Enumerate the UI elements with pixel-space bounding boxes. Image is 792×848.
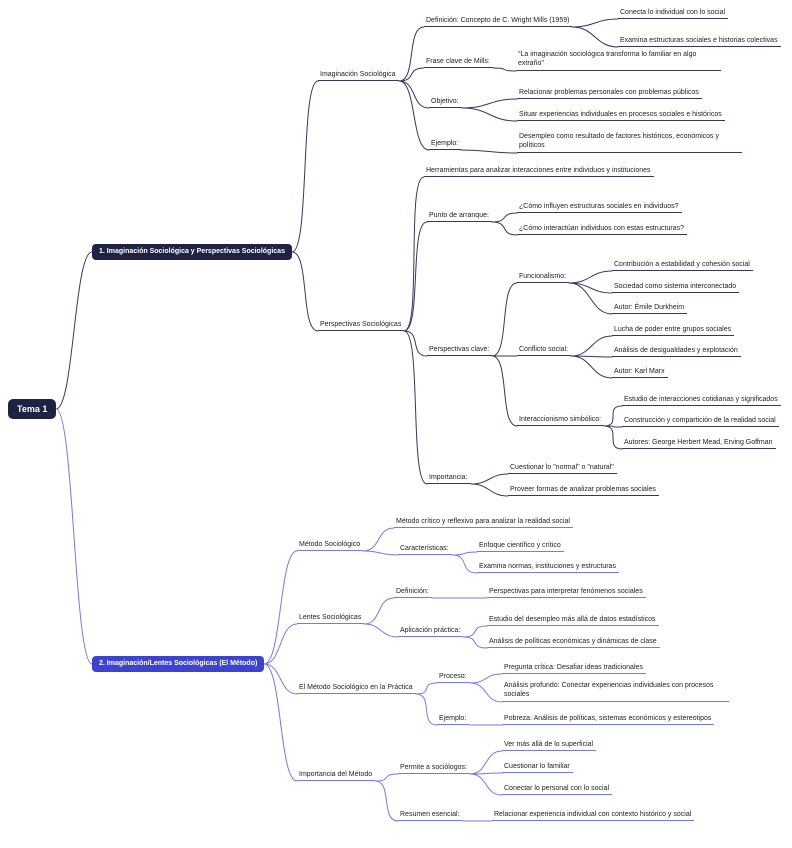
mindmap-node[interactable]: Lucha de poder entre grupos sociales (612, 325, 735, 337)
branch-node-1[interactable]: 1. Imaginación Sociológica y Perspectiva… (92, 244, 292, 261)
mindmap-node[interactable]: Cuestionar lo "normal" o "natural" (508, 463, 617, 475)
node-imaginacion-sociologica[interactable]: Imaginación Sociológica (318, 70, 399, 82)
mindmap-node[interactable]: Estudio de interacciones cotidianas y si… (622, 395, 781, 407)
mindmap-node[interactable]: Conecta lo individual con lo social (618, 8, 729, 20)
mindmap-node[interactable]: Enfoque científico y crítico (477, 541, 564, 553)
mindmap-node[interactable]: Autor: Émile Durkheim (612, 303, 688, 315)
mindmap-node[interactable]: Análisis profundo: Conectar experiencias… (502, 681, 729, 702)
mindmap-node[interactable]: Perspectivas para interpretar fenómenos … (487, 587, 646, 599)
node-metodo-sociologico[interactable]: Método Sociológico (297, 540, 364, 552)
mindmap-node[interactable]: Herramientas para analizar interacciones… (424, 166, 654, 178)
mindmap-node[interactable]: Método crítico y reflexivo para analizar… (394, 517, 573, 529)
mindmap-node[interactable]: Proceso: (437, 672, 470, 684)
mindmap-node[interactable]: ¿Cómo influyen estructuras sociales en i… (517, 202, 682, 214)
node-perspectivas-sociologicas[interactable]: Perspectivas Sociológicas (318, 320, 405, 332)
mindmap-node[interactable]: Examina normas, instituciones y estructu… (477, 562, 619, 574)
mindmap-node[interactable]: Proveer formas de analizar problemas soc… (508, 485, 659, 497)
mindmap-node[interactable]: Análisis de políticas económicas y dinám… (487, 637, 660, 649)
mindmap-node[interactable]: Ejemplo: (429, 139, 462, 151)
mindmap-node[interactable]: Permite a sociólogos: (398, 763, 470, 775)
mindmap-node[interactable]: Funcionalismo: (517, 272, 570, 284)
mindmap-node[interactable]: Estudio del desempleo más allá de datos … (487, 615, 659, 627)
mindmap-node[interactable]: Aplicación práctica: (398, 626, 464, 638)
mindmap-node[interactable]: Desempleo como resultado de factores his… (517, 132, 742, 153)
mindmap-node[interactable]: Ejemplo: (437, 714, 470, 726)
node-metodo-en-practica[interactable]: El Método Sociológico en la Práctica (297, 683, 416, 695)
mindmap-node[interactable]: ¿Cómo interactúan individuos con estas e… (517, 224, 687, 236)
mindmap-node[interactable]: Contribución a estabilidad y cohesión so… (612, 260, 753, 272)
mindmap-node[interactable]: Conectar lo personal con lo social (502, 784, 613, 796)
mindmap-node[interactable]: Frase clave de Mills: (424, 57, 493, 69)
mindmap-node[interactable]: Pobreza: Análisis de políticas, sistemas… (502, 714, 715, 726)
mindmap-node[interactable]: Construcción y compartición de la realid… (622, 416, 779, 428)
mindmap-node[interactable]: Resumen esencial: (398, 810, 463, 822)
mindmap-node[interactable]: Autor: Karl Marx (612, 367, 668, 379)
mindmap-node[interactable]: Relacionar experiencia individual con co… (492, 810, 695, 822)
mindmap-node[interactable]: Características: (398, 544, 452, 556)
mindmap-node[interactable]: Definición: (394, 587, 432, 599)
branch-node-2[interactable]: 2. Imaginación/Lentes Sociológicas (El M… (92, 656, 265, 673)
mindmap-node[interactable]: Análisis de desigualdades y explotación (612, 346, 741, 358)
mindmap-node[interactable]: Conflicto social: (517, 345, 572, 357)
mindmap-node[interactable]: Autores: George Herbert Mead, Erving Gof… (622, 438, 776, 450)
mindmap-node[interactable]: Sociedad como sistema interconectado (612, 282, 740, 294)
mindmap-node[interactable]: Examina estructuras sociales e historias… (618, 36, 781, 48)
node-importancia-del-metodo[interactable]: Importancia del Método (297, 770, 376, 782)
mindmap-node[interactable]: Punto de arranque: (427, 211, 492, 223)
mindmap-node[interactable]: Definición: Concepto de C. Wright Mills … (424, 16, 573, 28)
mindmap-node[interactable]: Situar experiencias individuales en proc… (517, 110, 725, 122)
mindmap-node[interactable]: "La imaginación sociológica transforma l… (516, 50, 721, 71)
mindmap-node[interactable]: Perspectivas clave: (427, 345, 493, 357)
mindmap-node[interactable]: Objetivo: (429, 97, 462, 109)
mindmap-node[interactable]: Cuestionar lo familiar (502, 762, 573, 774)
node-lentes-sociologicas[interactable]: Lentes Sociológicas (297, 613, 365, 625)
mindmap-node[interactable]: Pregunta crítica: Desafiar ideas tradici… (502, 663, 646, 675)
mindmap-node[interactable]: Relacionar problemas personales con prob… (517, 88, 702, 100)
root-node-tema-1[interactable]: Tema 1 (8, 399, 57, 420)
mindmap-node[interactable]: Ver más allá de lo superficial (502, 740, 597, 752)
mindmap-node[interactable]: Importancia: (427, 473, 471, 485)
mindmap-node[interactable]: Interaccionismo simbólico: (517, 415, 605, 427)
